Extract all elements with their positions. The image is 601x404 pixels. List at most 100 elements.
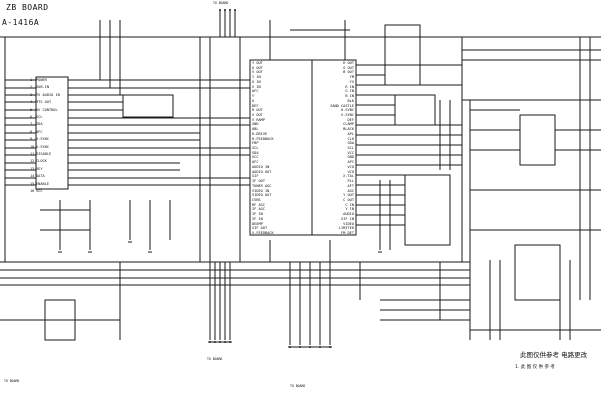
left-ic-pin-number: 3: [30, 92, 33, 97]
left-ic-pin-number: 14: [30, 174, 35, 179]
left-ic-pin-number: 16: [30, 189, 35, 193]
left-ic-pin-name: SDA: [36, 122, 43, 127]
center-ic-left-pin: DEEMP: [252, 221, 263, 226]
center-ic-right-pin: VCO: [347, 164, 355, 169]
center-ic-right-pin: VIDEO: [343, 221, 354, 226]
center-ic-left-pin: IF AGC: [252, 207, 265, 212]
center-ic-right-pin: LIMITER: [338, 226, 354, 231]
note-heading: 此图仅供参考 电路更改: [520, 351, 588, 359]
center-ic-left-pin: SCL: [252, 146, 259, 150]
center-ic-left-pin: IF IN: [252, 212, 263, 217]
center-ic-right-pin: B OUT: [343, 70, 354, 75]
center-ic-right-pin: VCC: [347, 150, 355, 155]
left-ic-pin-name: ENABLE: [36, 181, 49, 186]
center-ic-right-pin: CLK: [347, 136, 355, 141]
connector-tag-bottom-mid: TO BOARD: [207, 357, 223, 361]
center-ic-right-pin: YM: [349, 75, 354, 80]
center-ic-left-pin: AUDIO IN: [252, 164, 270, 169]
note-line: 1. 此 图 仅 供 参 考: [515, 365, 555, 370]
left-ic-pin-number: 8: [30, 129, 33, 134]
board-title: ZB BOARD: [6, 3, 49, 12]
center-ic-right-pin: SCL: [347, 146, 355, 150]
part-number: A-1416A: [2, 18, 40, 27]
left-ic-pin-number: 15: [30, 181, 35, 186]
left-ic-pin-number: 2: [30, 85, 33, 90]
left-ic-pin-number: 12: [30, 159, 35, 164]
center-ic-right-pin: V-SYNC: [341, 112, 354, 117]
center-ic-left-pin: V IN: [252, 84, 261, 89]
left-ic-pin-name: MTS OUT: [36, 100, 52, 105]
left-ic-pin-number: 10: [30, 144, 35, 149]
left-ic-pin-name: TV AUDIO IN: [36, 92, 60, 97]
center-ic-left-pin: FBP: [252, 141, 259, 146]
center-ic-right-pin: FM DET: [341, 231, 354, 235]
center-ic-left-pin: GND: [252, 122, 259, 127]
center-ic-left-pin: IF OUT: [252, 179, 265, 184]
center-ic-left-pin: RF AGC: [252, 202, 265, 207]
left-ic-pin-name: VCC: [36, 189, 43, 193]
left-ic-pin-name: KEY: [36, 166, 43, 171]
center-ic-right-pin: R IN: [345, 84, 354, 89]
center-ic-right-pin: APL: [347, 131, 355, 136]
center-ic-right-pin: SDA: [347, 141, 355, 146]
center-ic-left-pin: V OUT: [252, 112, 263, 117]
center-ic-right-pin: GND: [347, 155, 355, 160]
center-ic-left-pin: AUDIO OUT: [252, 169, 272, 174]
left-ic-pin-number: 1: [30, 78, 33, 82]
left-ic-pin-number: 4: [30, 100, 33, 105]
left-ic-pin-number: 7: [30, 122, 33, 127]
center-ic-right-pin: PLL: [347, 179, 355, 184]
center-ic-left-pin: AFC: [252, 160, 259, 165]
center-ic-left-pin: V-FEEDBACK: [252, 231, 274, 235]
center-ic-right-pin: C IN: [345, 202, 354, 207]
center-ic-left-pin: H-FEEDBACK: [252, 136, 274, 141]
center-ic-right-pin: H-SYNC: [341, 108, 354, 113]
center-ic-right-pin: B IN: [345, 94, 354, 99]
left-ic-pin-name: DATA: [36, 174, 45, 179]
center-ic-right-pin: APC: [347, 160, 355, 165]
center-ic-left-pin: SIF: [252, 174, 259, 179]
left-ic-pin-name: SUB-IN: [36, 85, 49, 90]
center-ic-right-pin: BLK: [347, 98, 355, 103]
center-ic-left-pin: V OUT: [252, 70, 263, 75]
center-ic-right-pin: YS: [349, 79, 354, 84]
center-ic-left-pin: U OUT: [252, 65, 263, 70]
left-ic-pin-number: 9: [30, 137, 33, 142]
center-ic-right-pin: VCO: [347, 169, 355, 174]
center-ic-left-pin: TUNER AGC: [252, 183, 272, 188]
center-ic-left-pin: VIDEO IN: [252, 188, 270, 193]
connector-tag-top: TO BOARD: [213, 1, 229, 5]
left-ic-pin-name: V-SYNC: [36, 144, 49, 149]
center-ic-left-pin: SIF OUT: [252, 226, 268, 231]
left-ic-pin-number: 6: [30, 115, 33, 119]
center-ic-left-pin: U: [252, 98, 255, 103]
center-ic-right-pin: SAND CASTLE: [330, 103, 354, 108]
left-ic-pin-name: H-SYNC: [36, 137, 49, 142]
center-ic-right-pin: BLACK: [343, 127, 354, 132]
left-ic-pin-name: DISABLE: [36, 152, 52, 156]
center-ic-left-pin: ABL: [252, 127, 259, 132]
center-ic-left-pin: VIDEO OUT: [252, 193, 272, 198]
center-ic-left-pin: V RAMP: [252, 117, 265, 122]
center-ic-left-pin: Y IN: [252, 75, 261, 80]
center-ic-left-pin: SDA: [252, 150, 259, 155]
left-ic-pin-name: POWER: [36, 78, 47, 82]
center-ic-left-pin: AFC: [252, 89, 259, 94]
center-ic-right-pin: CLAMP: [343, 122, 354, 127]
center-ic-left-pin: H-DRIVE: [252, 131, 268, 136]
left-ic-pin-name: SCL: [36, 115, 43, 119]
left-ic-pin-name: AV CONTROL: [36, 107, 58, 112]
center-ic-left-pin: Y OUT: [252, 61, 263, 65]
center-ic-left-pin: H OUT: [252, 108, 263, 113]
center-ic-left-pin: IF IN: [252, 216, 263, 221]
center-ic-right-pin: Y IN: [345, 207, 354, 212]
left-ic-pin-number: 11: [30, 152, 35, 156]
center-ic-left-pin: Y: [252, 94, 255, 99]
center-ic-right-pin: G IN: [345, 89, 354, 94]
connector-tag-bottom-right: TO BOARD: [290, 384, 306, 388]
center-ic-right-pin: X-TAL: [343, 174, 354, 179]
left-ic-pin-number: 13: [30, 166, 35, 171]
center-ic-left-pin: VCC: [252, 155, 259, 160]
left-ic-pin-name: CLOCK: [36, 159, 47, 164]
